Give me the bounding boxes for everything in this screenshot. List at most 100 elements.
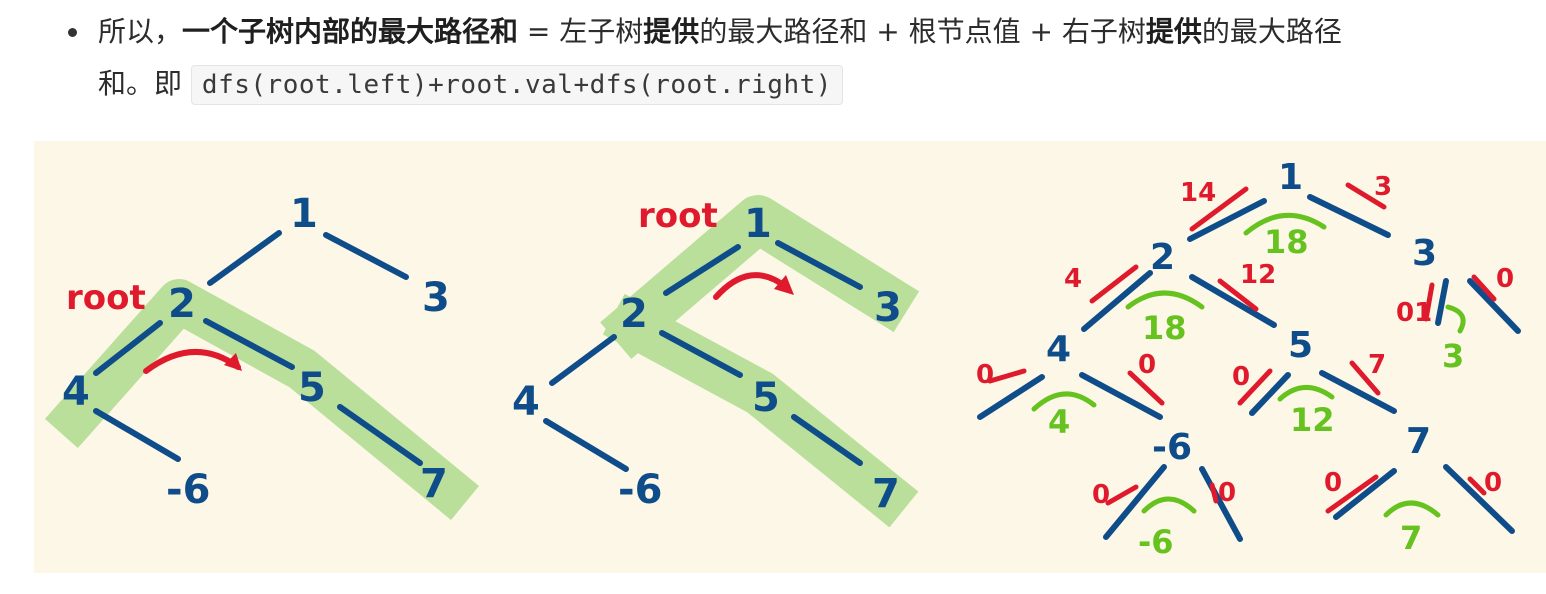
tree-edge bbox=[1319, 370, 1397, 414]
tree-diagram-figure: 1 2 3 4 5 -6 7 root bbox=[34, 141, 1546, 573]
green-arrow bbox=[1243, 212, 1327, 236]
node-label: 4 bbox=[62, 369, 90, 415]
text-segment: = 左子树 bbox=[518, 15, 644, 48]
red-value-label: 0 bbox=[1324, 468, 1342, 498]
arrow-head bbox=[224, 353, 242, 371]
tree-edge bbox=[203, 318, 295, 370]
green-arrow bbox=[1031, 391, 1097, 412]
green-arrow bbox=[1141, 496, 1197, 514]
tree-edge bbox=[207, 230, 282, 286]
green-sum-label: 12 bbox=[1290, 401, 1335, 439]
tree-edge bbox=[659, 330, 743, 378]
red-arrow bbox=[1237, 368, 1273, 406]
node-label: 3 bbox=[874, 285, 902, 331]
tree-edge bbox=[1103, 464, 1167, 540]
green-sum-label: 3 bbox=[1442, 337, 1464, 375]
green-arrow bbox=[1445, 304, 1466, 334]
node-label: 5 bbox=[1288, 325, 1313, 366]
highlight-path bbox=[44, 279, 479, 520]
red-value-label: 0 bbox=[1138, 350, 1156, 380]
tree-edge bbox=[1249, 372, 1291, 416]
red-value-label: 3 bbox=[1374, 172, 1392, 202]
red-value-label: 0 bbox=[976, 360, 994, 390]
tree-edge bbox=[1435, 278, 1449, 326]
text-line-1: 所以，一个子树内部的最大路径和 = 左子树 提供的最大路径和 + 根节点值 + 右… bbox=[98, 6, 1342, 58]
panel-3: 1 2 3 4 5 -6 7 14 3 4 12 01 0 0 0 0 7 0 … bbox=[976, 157, 1521, 561]
green-sum-label: 18 bbox=[1264, 223, 1309, 261]
red-value-label: 0 bbox=[1484, 468, 1502, 498]
red-value-label: 4 bbox=[1064, 264, 1082, 294]
tree-edge bbox=[1333, 468, 1397, 520]
tree-edge bbox=[775, 240, 863, 290]
tree-edge bbox=[1307, 194, 1391, 238]
red-arrow bbox=[1189, 186, 1249, 232]
node-label: 7 bbox=[420, 461, 448, 507]
red-value-label: 01 bbox=[1396, 298, 1432, 328]
bold-phrase: 一个子树内部的最大路径和 bbox=[182, 15, 519, 48]
highlight-path bbox=[602, 293, 919, 528]
green-sum-label: -6 bbox=[1138, 523, 1174, 561]
tree-edge bbox=[1467, 278, 1521, 334]
red-arrow bbox=[1423, 282, 1435, 322]
red-arrow bbox=[1209, 482, 1219, 504]
green-arrow bbox=[1277, 385, 1335, 402]
panel-2: 1 2 3 4 5 -6 7 root bbox=[512, 195, 920, 528]
red-value-label: 14 bbox=[1180, 178, 1216, 208]
red-value-label: 0 bbox=[1218, 478, 1236, 508]
tree-edge bbox=[791, 414, 863, 466]
tree-edge bbox=[549, 334, 617, 386]
tree-diagram-svg: 1 2 3 4 5 -6 7 root bbox=[44, 157, 1521, 561]
node-label: 3 bbox=[422, 275, 450, 321]
node-label: 1 bbox=[1278, 157, 1303, 198]
red-value-label: 0 bbox=[1092, 480, 1110, 510]
node-label: 2 bbox=[168, 281, 196, 327]
tree-edge bbox=[323, 232, 409, 280]
red-arrow bbox=[713, 272, 789, 300]
root-label: root bbox=[66, 278, 146, 318]
inline-code: dfs(root.left)+root.val+dfs(root.right) bbox=[190, 65, 843, 105]
tree-edge bbox=[1443, 464, 1515, 534]
node-label: 2 bbox=[1150, 237, 1175, 278]
red-arrow bbox=[1467, 476, 1487, 496]
node-label: 7 bbox=[872, 471, 900, 517]
bold-phrase: 提供 bbox=[1145, 15, 1202, 48]
tree-edge bbox=[1081, 270, 1153, 332]
tree-edge bbox=[977, 374, 1045, 420]
node-label: 3 bbox=[1412, 233, 1437, 274]
text-line-2: 和。即 dfs(root.left)+root.val+dfs(root.rig… bbox=[98, 58, 843, 111]
text-segment: 所以， bbox=[98, 15, 183, 48]
node-label: 4 bbox=[1046, 329, 1071, 370]
root-label: root bbox=[638, 196, 718, 236]
green-sum-label: 7 bbox=[1400, 519, 1422, 557]
bullet-dot bbox=[68, 28, 77, 37]
red-arrow bbox=[1349, 360, 1381, 396]
green-sum-label: 4 bbox=[1048, 403, 1070, 441]
red-arrow bbox=[1127, 370, 1165, 406]
tree-edge bbox=[93, 320, 163, 376]
node-label: -6 bbox=[1152, 427, 1192, 468]
tree-edge bbox=[1079, 372, 1163, 420]
tree-edge bbox=[337, 404, 423, 466]
red-arrow bbox=[1105, 484, 1139, 506]
node-label: 2 bbox=[620, 291, 648, 337]
red-arrow bbox=[1471, 274, 1497, 302]
node-label: -6 bbox=[618, 467, 662, 513]
tree-edge bbox=[663, 244, 741, 296]
red-arrow bbox=[1345, 182, 1387, 210]
node-label: 5 bbox=[298, 365, 326, 411]
red-value-label: 0 bbox=[1232, 362, 1250, 392]
node-label: 1 bbox=[744, 201, 772, 247]
red-value-label: 7 bbox=[1368, 350, 1386, 380]
arrow-head bbox=[774, 275, 794, 295]
tree-edge bbox=[1189, 274, 1277, 328]
node-label: 4 bbox=[512, 379, 540, 425]
red-value-label: 0 bbox=[1496, 264, 1514, 294]
text-segment: 的最大路径 bbox=[1201, 15, 1342, 48]
red-arrow bbox=[1217, 278, 1259, 312]
text-segment: 的最大路径和 + 根节点值 + 右子树 bbox=[699, 15, 1146, 48]
tree-edge bbox=[1187, 198, 1267, 242]
green-arrow bbox=[1125, 290, 1205, 310]
green-sum-label: 18 bbox=[1142, 309, 1187, 347]
red-value-label: 12 bbox=[1240, 260, 1276, 290]
node-label: 7 bbox=[1406, 421, 1431, 462]
